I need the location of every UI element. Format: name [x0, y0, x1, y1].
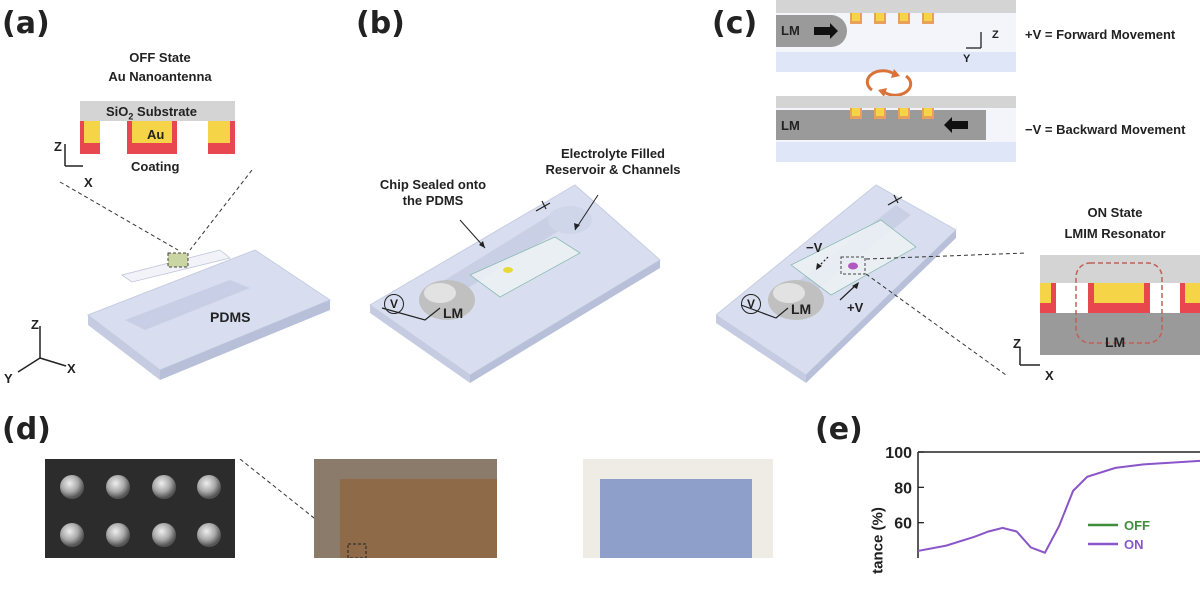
lm-label-cross-section: LM [1105, 334, 1126, 350]
axis-z-label: Z [54, 139, 62, 154]
lm-label-c: LM [791, 301, 812, 317]
on-state-photo [583, 459, 773, 558]
backward-movement-label: −V = Backward Movement [1025, 122, 1186, 137]
off-state-photo [314, 459, 497, 558]
forward-schematic [776, 0, 1016, 72]
legend-label-off: OFF [1124, 518, 1150, 533]
pdms-block-c [716, 184, 1027, 383]
axis-y-label-c: Y [963, 53, 971, 65]
voltage-source-c: V [741, 294, 761, 314]
lm-label-b: LM [443, 305, 464, 321]
xyz-x-label: X [67, 361, 76, 376]
electrolyte-label-1: Electrolyte Filled [560, 146, 666, 161]
reflectance-chart: 100 80 60 OFF ON [885, 445, 1200, 558]
coating-label: Coating [131, 159, 180, 174]
lm-label-forward: LM [781, 23, 800, 38]
axis-x-label: X [84, 175, 93, 190]
xyz-y-label: Y [4, 371, 13, 386]
legend-label-on: ON [1124, 537, 1144, 552]
off-state-title: OFF State [129, 50, 191, 65]
panel-label-a: (a) [2, 6, 50, 41]
panel-label-b: (b) [356, 6, 405, 41]
minus-v-label: −V [806, 240, 823, 255]
pdms-block-b [369, 184, 661, 383]
substrate-subscript: 2 [128, 111, 134, 122]
y-tick-label: 60 [894, 516, 912, 533]
voltage-source-b-text: V [389, 297, 398, 311]
panel-label-c: (c) [712, 6, 758, 41]
pdms-label: PDMS [210, 309, 251, 325]
panel-label-d: (d) [2, 412, 51, 447]
substrate-text: SiO [106, 104, 129, 119]
chip-sealed-label-2: the PDMS [402, 193, 464, 208]
substrate-label: SiO2 Substrate [106, 104, 197, 122]
on-state-title: ON State [1087, 205, 1143, 220]
axis-z-label-c: Z [992, 29, 999, 41]
voltage-source-b: V [384, 294, 404, 314]
off-state-cross-section [64, 101, 235, 167]
chip-sealed-label-1: Chip Sealed onto [379, 177, 487, 192]
forward-movement-label: +V = Forward Movement [1025, 27, 1176, 42]
panel-label-e: (e) [815, 412, 863, 447]
backward-schematic [776, 96, 1016, 162]
au-nanoantenna-title: Au Nanoantenna [108, 69, 212, 84]
lm-label-backward: LM [781, 118, 800, 133]
au-label: Au [147, 127, 165, 142]
substrate-text-rest: Substrate [133, 104, 197, 119]
y-tick-label: 100 [885, 445, 912, 462]
voltage-source-c-text: V [746, 297, 755, 311]
lmim-resonator-title: LMIM Resonator [1064, 226, 1166, 241]
on-state-cross-section [1019, 255, 1200, 366]
switch-arrows-icon [865, 69, 913, 97]
electrolyte-label-2: Reservoir & Channels [545, 162, 681, 177]
xyz-z-label: Z [31, 317, 39, 332]
plus-v-label: +V [847, 300, 864, 315]
series-line-on [917, 459, 1200, 554]
y-tick-label: 80 [894, 480, 912, 497]
xyz-axes [17, 326, 67, 373]
axis-z-label-c2: Z [1013, 336, 1021, 351]
axis-x-label-c2: X [1045, 368, 1054, 383]
sem-image [45, 459, 235, 558]
pdms-block-a [59, 170, 332, 380]
